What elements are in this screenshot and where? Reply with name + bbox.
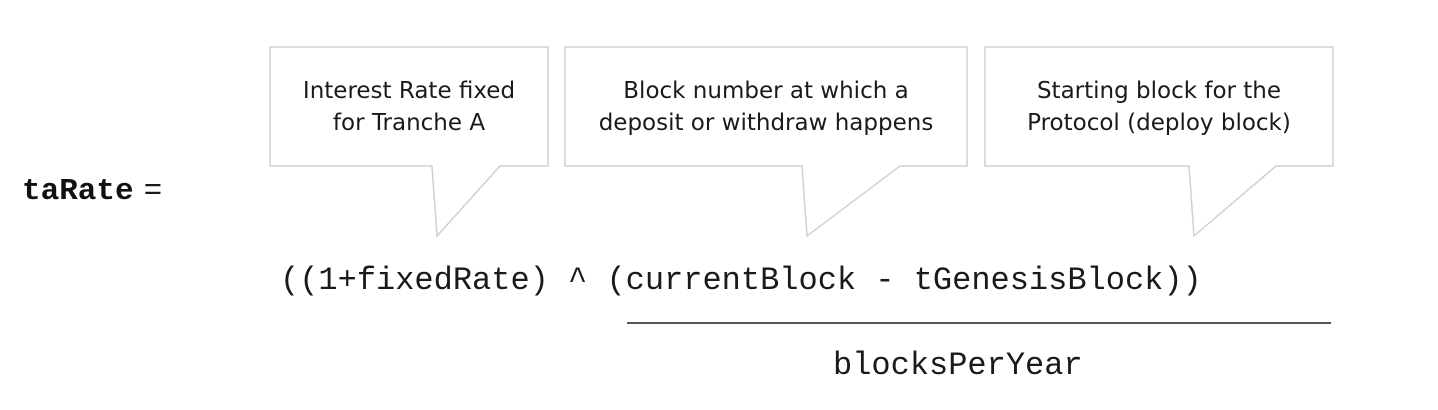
formula-denominator: blocksPerYear — [833, 347, 1083, 384]
callout-text-current-block: Block number at which a deposit or withd… — [565, 47, 967, 166]
formula-numerator: ((1+fixedRate) ^ (currentBlock - tGenesi… — [280, 262, 1202, 299]
callout-text-fixed-rate: Interest Rate fixed for Tranche A — [270, 47, 548, 166]
callout-line: Interest Rate fixed — [302, 77, 516, 104]
callout-bubble-fixed-rate — [269, 46, 549, 238]
callout-line: Starting block for the — [1036, 77, 1282, 104]
equals-sign: = — [143, 174, 163, 209]
callout-line: deposit or withdraw happens — [598, 109, 934, 136]
callout-line: Protocol (deploy block) — [1027, 109, 1291, 136]
callout-line: Block number at which a — [623, 77, 909, 104]
fraction-line — [627, 322, 1331, 324]
formula-variable: taRate — [22, 174, 134, 209]
callout-bubble-genesis-block — [984, 46, 1334, 238]
callout-line: for Tranche A — [332, 109, 486, 136]
callout-text-genesis-block: Starting block for the Protocol (deploy … — [985, 47, 1333, 166]
formula-lhs: taRate = — [22, 170, 162, 214]
callout-bubble-current-block — [564, 46, 968, 238]
